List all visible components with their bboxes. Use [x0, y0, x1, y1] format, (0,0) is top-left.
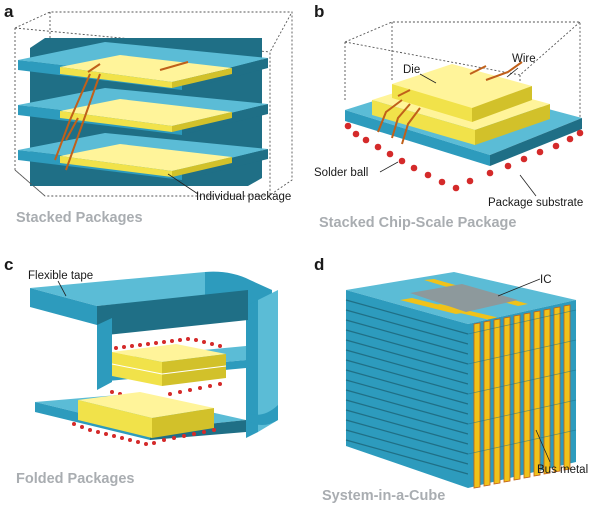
die-label: Die — [403, 64, 420, 76]
panel-c-letter: c — [4, 255, 13, 274]
panel-b: b — [314, 2, 584, 231]
upper-die — [392, 64, 532, 122]
panel-a-front-edge — [14, 169, 46, 197]
bus-metal-label: Bus metal — [537, 464, 588, 476]
panel-d-caption: System-in-a-Cube — [322, 488, 445, 504]
panel-b-caption: Stacked Chip-Scale Package — [319, 215, 516, 231]
folded-lower-package — [78, 392, 214, 438]
panel-d-letter: d — [314, 255, 324, 274]
package-substrate-leader — [519, 174, 537, 197]
wire-leader — [506, 67, 519, 78]
cube-top — [346, 272, 576, 324]
panel-d: d — [314, 255, 588, 504]
ic-leader — [497, 278, 541, 297]
die-leader — [419, 73, 437, 84]
bus-metal-stripes — [473, 304, 571, 489]
folded-upper-package — [111, 344, 227, 386]
cube-right-layer-lines — [467, 309, 577, 455]
panel-a-caption: Stacked Packages — [16, 210, 143, 226]
panel-a-individual-package-leader — [167, 173, 199, 195]
solder-ball-leader — [379, 161, 399, 173]
panel-b-wires — [377, 61, 523, 145]
solder-ball-label: Solder ball — [314, 167, 368, 179]
panel-a-wires — [54, 61, 189, 171]
bus-metal-leader — [535, 429, 551, 463]
panel-c: c — [4, 255, 278, 487]
flexible-tape-label: Flexible tape — [28, 270, 93, 282]
flexible-tape-leader — [57, 280, 67, 297]
ic-chip — [410, 284, 518, 312]
folded-lower-solder — [72, 422, 216, 446]
panel-a-letter: a — [4, 2, 14, 21]
cube-left-layer-lines — [345, 299, 469, 475]
folded-upper-solder — [110, 337, 222, 405]
individual-package-label: Individual package — [196, 191, 291, 203]
panel-b-letter: b — [314, 2, 324, 21]
panel-a-layer-bottom — [18, 133, 268, 180]
package-substrate-label: Package substrate — [488, 197, 583, 209]
ic-label: IC — [540, 274, 552, 286]
panel-a: a — [4, 2, 293, 226]
wire-label: Wire — [512, 53, 536, 65]
panel-c-caption: Folded Packages — [16, 471, 134, 487]
solder-balls — [344, 122, 584, 192]
